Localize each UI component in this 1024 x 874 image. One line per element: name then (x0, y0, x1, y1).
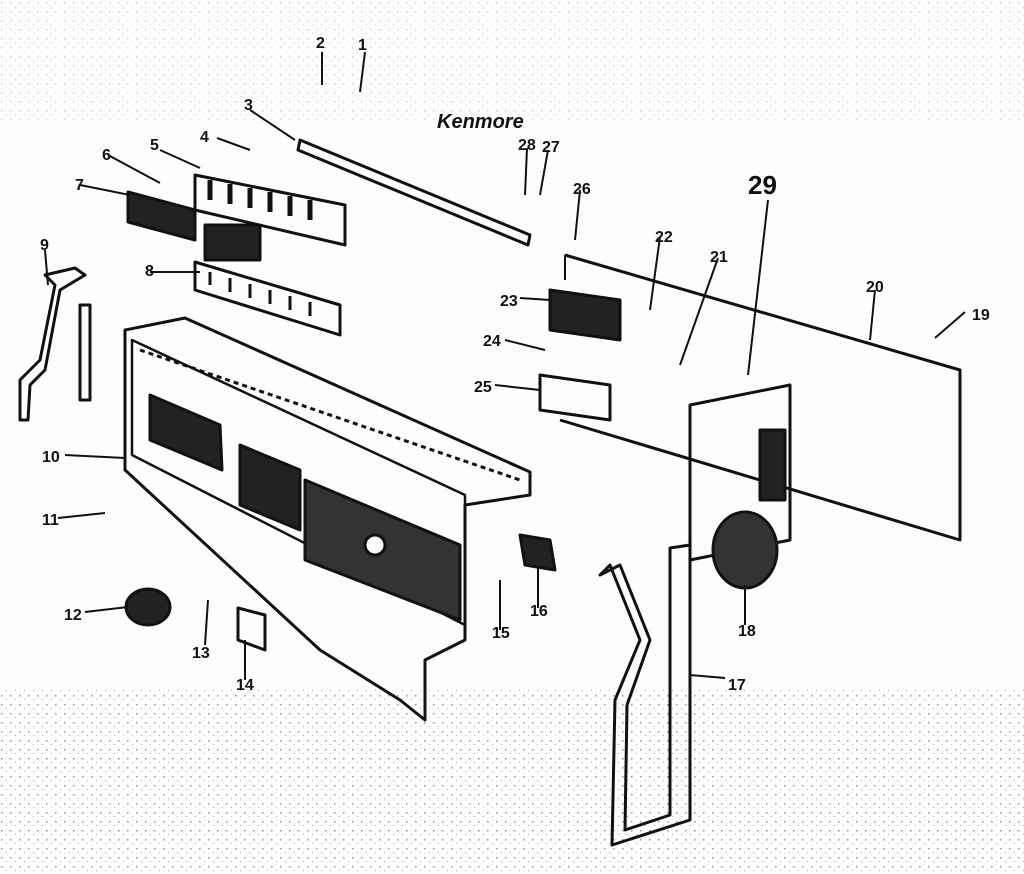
part-label-3: 3 (244, 97, 253, 114)
timer-motor-part-18 (688, 383, 792, 590)
part-label-9: 9 (40, 237, 49, 254)
part-label-28: 28 (518, 137, 536, 154)
clip-part-14 (236, 606, 267, 652)
top-strip-part-3 (296, 138, 532, 247)
block-part-25 (538, 373, 612, 422)
part-label-25: 25 (474, 379, 492, 396)
part-label-13: 13 (192, 645, 210, 662)
part-label-20: 20 (866, 279, 884, 296)
part-label-26: 26 (573, 181, 591, 198)
control-panel-part-10 (123, 316, 532, 722)
part-label-15: 15 (492, 625, 510, 642)
knob-part-12 (124, 587, 172, 627)
part-label-24: 24 (483, 333, 501, 350)
switch-block-part-7 (126, 190, 197, 242)
comb-bracket-part-8 (193, 260, 342, 337)
part-label-21: 21 (710, 249, 728, 266)
brand-logo-script: Kenmore (437, 111, 524, 133)
leader-lines (44, 51, 966, 680)
part-number-labels: 1234567891011121314151617181920212223242… (40, 35, 990, 694)
part-label-11: 11 (42, 512, 59, 529)
scan-noise-top (0, 0, 1024, 120)
part-label-18: 18 (738, 623, 756, 640)
part-label-27: 27 (542, 139, 560, 156)
part-label-7: 7 (75, 177, 84, 194)
part-label-2: 2 (316, 35, 325, 52)
part-label-16: 16 (530, 603, 548, 620)
frame-part-17 (598, 543, 692, 847)
part-label-22: 22 (655, 229, 673, 246)
bracket-part-5 (193, 173, 347, 247)
part-label-4: 4 (200, 129, 209, 146)
part-label-8: 8 (145, 263, 154, 280)
part-label-5: 5 (150, 137, 159, 154)
part-label-17: 17 (728, 677, 746, 694)
part-label-29: 29 (748, 170, 777, 200)
part-label-14: 14 (236, 677, 254, 694)
part-label-10: 10 (42, 449, 60, 466)
part-label-12: 12 (64, 607, 82, 624)
block-part-23 (548, 288, 622, 342)
switch-part-center (203, 223, 262, 262)
connector-part-16 (518, 533, 557, 572)
part-label-23: 23 (500, 293, 518, 310)
part-label-19: 19 (972, 307, 990, 324)
scan-noise-bottom (0, 690, 1024, 874)
lever-part-9 (18, 266, 87, 422)
part-label-1: 1 (358, 37, 367, 54)
part-label-6: 6 (102, 147, 111, 164)
lever-arm-part-9 (78, 303, 92, 402)
